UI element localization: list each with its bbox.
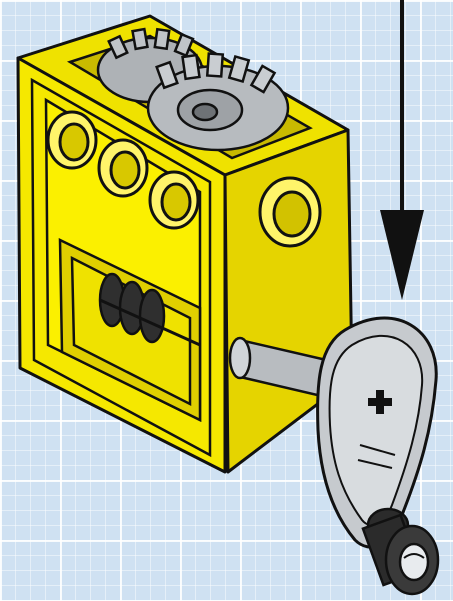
gearbox-side-hole [260,178,320,246]
crank-bushing [363,509,438,594]
down-arrow-icon [380,0,424,300]
